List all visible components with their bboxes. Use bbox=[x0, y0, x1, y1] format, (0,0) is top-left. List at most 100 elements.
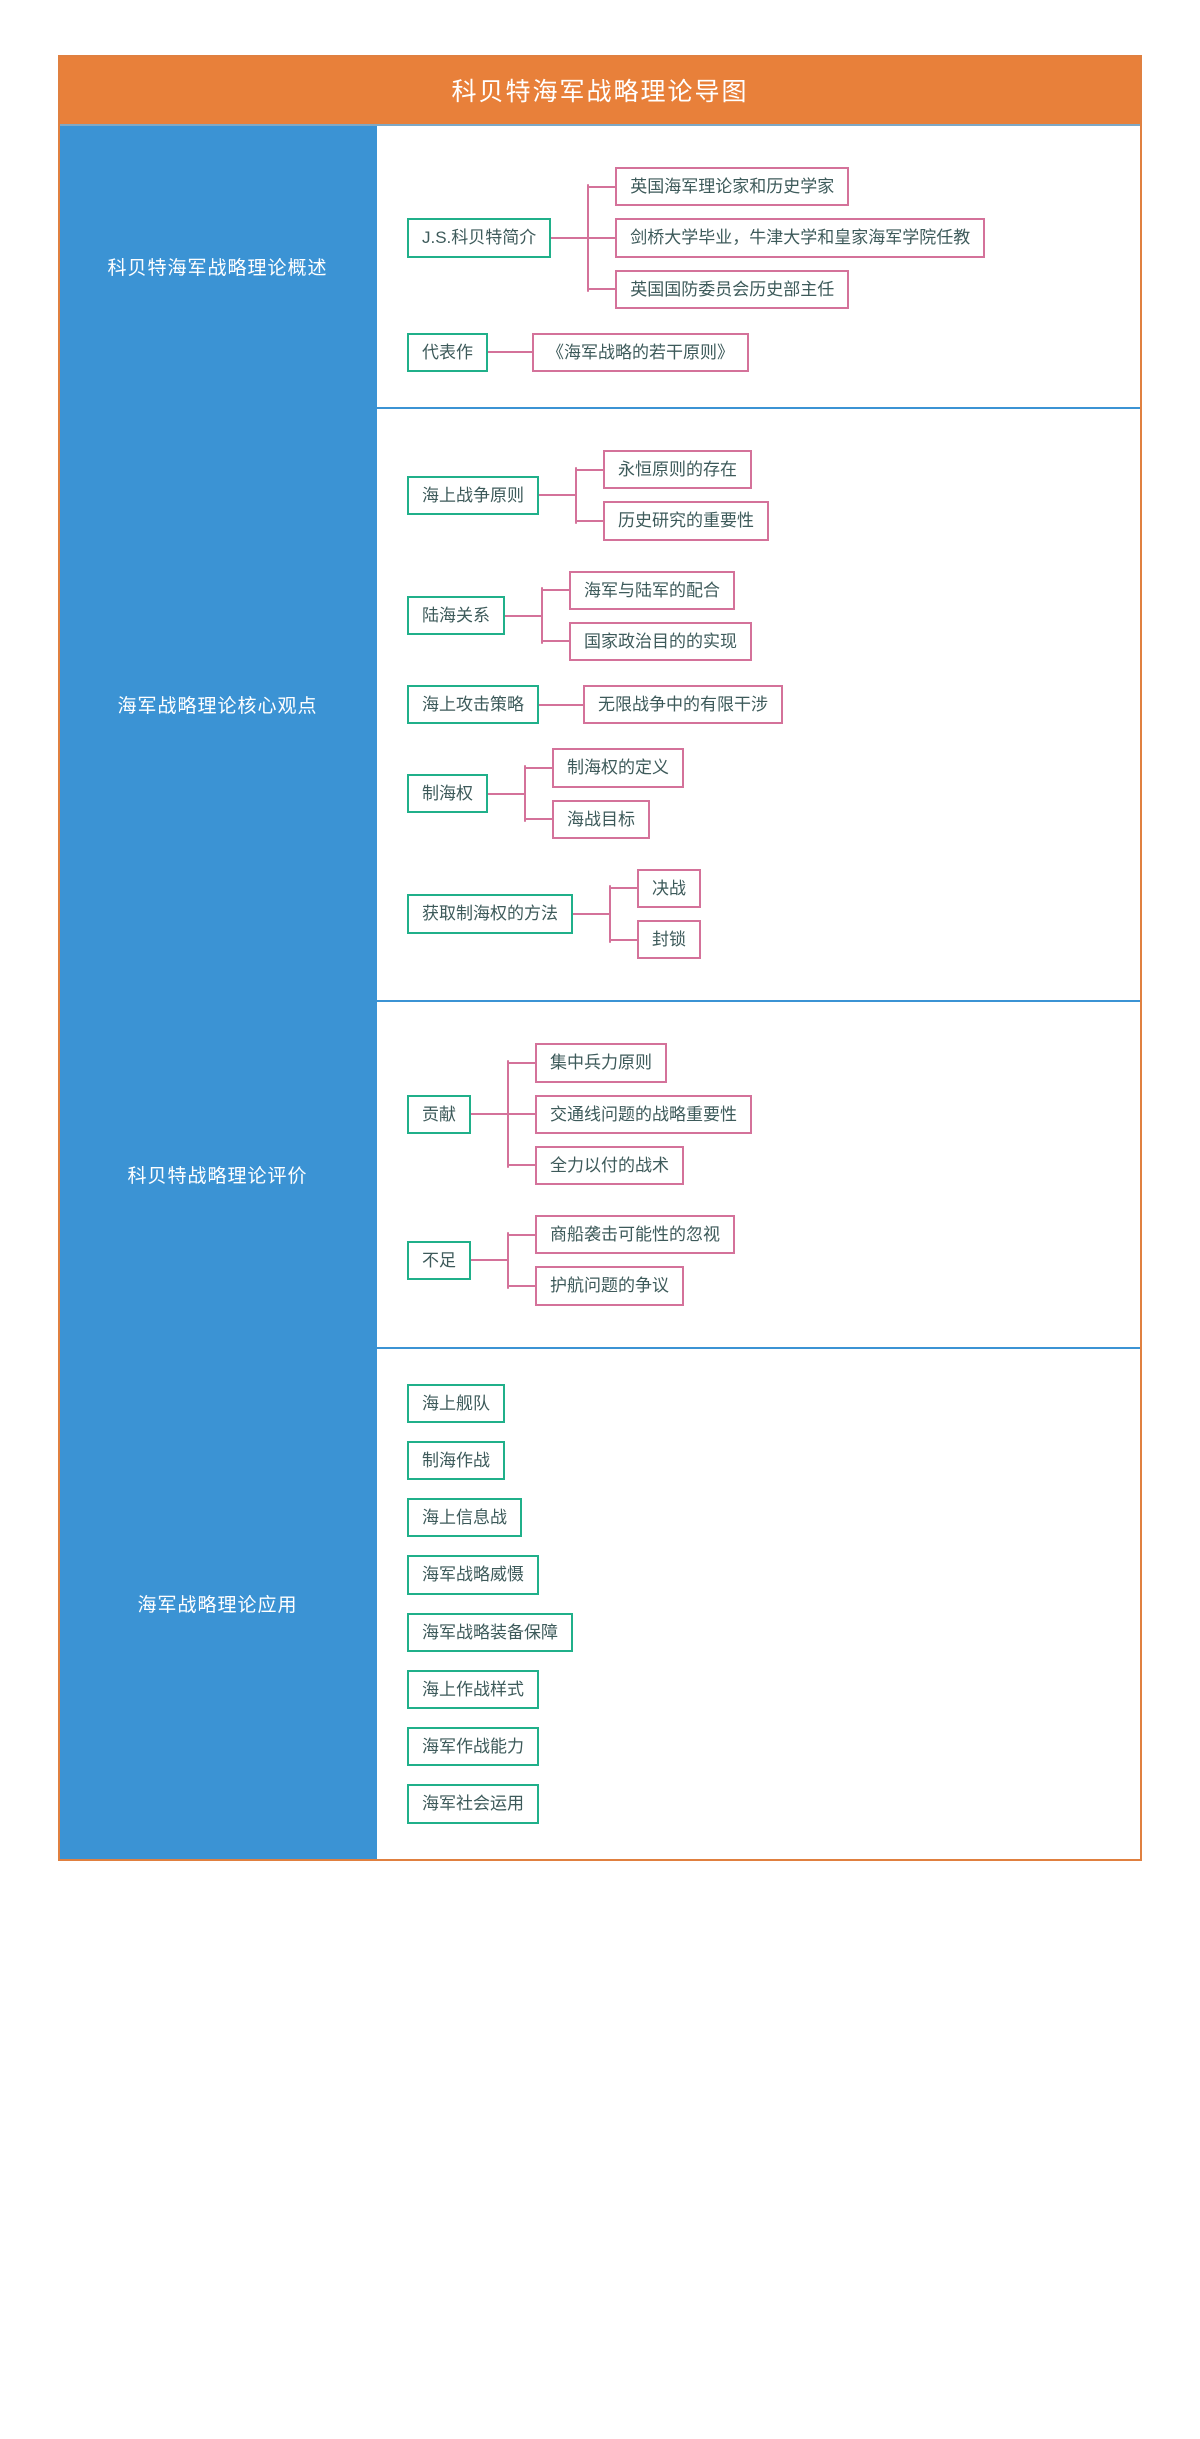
connector-leaf bbox=[543, 589, 569, 592]
connector-leaf bbox=[526, 766, 552, 769]
leaf-row: 海战目标 bbox=[526, 799, 684, 839]
connector-single bbox=[488, 351, 532, 354]
section-overview: 科贝特海军战略理论概述 J.S.科贝特简介 英国海军理论家和历史学家 bbox=[60, 126, 1140, 409]
node-level1[interactable]: 海上战争原则 bbox=[407, 475, 539, 515]
node-level1[interactable]: 贡献 bbox=[407, 1094, 471, 1134]
node-level1[interactable]: 海上作战样式 bbox=[407, 1669, 539, 1709]
leaf-row: 英国国防委员会历史部主任 bbox=[589, 269, 985, 309]
leaf-row: 决战 bbox=[611, 868, 701, 908]
node-level2[interactable]: 集中兵力原则 bbox=[535, 1043, 667, 1083]
leaf-row: 海军与陆军的配合 bbox=[543, 570, 752, 610]
section-label-overview: 科贝特海军战略理论概述 bbox=[60, 126, 375, 407]
node-level2[interactable]: 决战 bbox=[637, 868, 701, 908]
connector-leaf bbox=[611, 938, 637, 941]
section-body-application: 海上舰队 制海作战 海上信息战 海军战略威慑 海军战略装备保障 海上作战样式 海… bbox=[375, 1348, 1140, 1859]
node-level2[interactable]: 英国海军理论家和历史学家 bbox=[615, 167, 850, 207]
node-level2[interactable]: 全力以付的战术 bbox=[535, 1145, 684, 1185]
leaf-tree: 海军与陆军的配合 国家政治目的的实现 bbox=[543, 565, 752, 668]
connector-stub bbox=[471, 1113, 493, 1116]
node-level2[interactable]: 英国国防委员会历史部主任 bbox=[615, 269, 850, 309]
node-level2[interactable]: 护航问题的争议 bbox=[535, 1266, 684, 1306]
leaf-tree: 永恒原则的存在 历史研究的重要性 bbox=[577, 444, 769, 547]
node-level1[interactable]: J.S.科贝特简介 bbox=[407, 218, 552, 258]
node-level2[interactable]: 海军与陆军的配合 bbox=[569, 570, 735, 610]
branch-group: 陆海关系 海军与陆军的配合 国家政治目的的实现 bbox=[407, 565, 1140, 668]
page-title: 科贝特海军战略理论导图 bbox=[60, 57, 1140, 126]
connector-spine bbox=[561, 444, 577, 547]
mindmap-board: 科贝特海军战略理论导图 科贝特海军战略理论概述 J.S.科贝特简介 英国海军理论… bbox=[58, 55, 1142, 1861]
connector-spine bbox=[493, 1209, 509, 1312]
connector-leaf bbox=[577, 468, 603, 471]
node-level1[interactable]: 陆海关系 bbox=[407, 596, 505, 636]
branch-group: 海上战争原则 永恒原则的存在 历史研究的重要性 bbox=[407, 444, 1140, 547]
node-level2[interactable]: 交通线问题的战略重要性 bbox=[535, 1094, 752, 1134]
connector-leaf bbox=[543, 640, 569, 643]
node-level2[interactable]: 商船袭击可能性的忽视 bbox=[535, 1215, 735, 1255]
node-level1[interactable]: 海军作战能力 bbox=[407, 1727, 539, 1767]
leaf-row: 商船袭击可能性的忽视 bbox=[509, 1215, 735, 1255]
node-level1[interactable]: 海军社会运用 bbox=[407, 1784, 539, 1824]
application-node-list: 海上舰队 制海作战 海上信息战 海军战略威慑 海军战略装备保障 海上作战样式 海… bbox=[407, 1375, 1140, 1833]
connector-spine bbox=[510, 742, 526, 845]
node-level2[interactable]: 封锁 bbox=[637, 920, 701, 960]
section-body-evaluation: 贡献 集中兵力原则 交通线问题的战略重要性 bbox=[375, 1002, 1140, 1347]
connector-stub bbox=[539, 494, 561, 497]
connector-leaf bbox=[611, 887, 637, 890]
node-level2[interactable]: 海战目标 bbox=[552, 799, 650, 839]
sections-container: 科贝特海军战略理论概述 J.S.科贝特简介 英国海军理论家和历史学家 bbox=[60, 126, 1140, 1859]
leaf-row: 剑桥大学毕业，牛津大学和皇家海军学院任教 bbox=[589, 218, 986, 258]
connector-leaf bbox=[509, 1113, 535, 1116]
node-level2[interactable]: 无限战争中的有限干涉 bbox=[583, 685, 783, 725]
section-label-core-viewpoints: 海军战略理论核心观点 bbox=[60, 409, 375, 1001]
section-evaluation: 科贝特战略理论评价 贡献 集中兵力原则 bbox=[60, 1002, 1140, 1349]
node-level2[interactable]: 永恒原则的存在 bbox=[603, 450, 752, 490]
connector-single bbox=[539, 703, 583, 706]
section-label-evaluation: 科贝特战略理论评价 bbox=[60, 1002, 375, 1347]
connector-leaf bbox=[509, 1233, 535, 1236]
leaf-row: 永恒原则的存在 bbox=[577, 450, 769, 490]
branch-group: 贡献 集中兵力原则 交通线问题的战略重要性 bbox=[407, 1037, 1140, 1191]
node-level1[interactable]: 不足 bbox=[407, 1240, 471, 1280]
connector-spine bbox=[493, 1037, 509, 1191]
leaf-tree: 集中兵力原则 交通线问题的战略重要性 全力以付的战术 bbox=[509, 1037, 752, 1191]
branch-group: 不足 商船袭击可能性的忽视 护航问题的争议 bbox=[407, 1209, 1140, 1312]
branch-group: 海上攻击策略 无限战争中的有限干涉 bbox=[407, 685, 1140, 725]
node-level1[interactable]: 海军战略威慑 bbox=[407, 1555, 539, 1595]
leaf-row: 封锁 bbox=[611, 920, 701, 960]
node-level1[interactable]: 海上信息战 bbox=[407, 1498, 522, 1538]
node-level1[interactable]: 海上攻击策略 bbox=[407, 685, 539, 725]
node-level2[interactable]: 剑桥大学毕业，牛津大学和皇家海军学院任教 bbox=[615, 218, 986, 258]
connector-stub bbox=[505, 614, 527, 617]
node-level1[interactable]: 获取制海权的方法 bbox=[407, 894, 573, 934]
connector-stub bbox=[551, 236, 574, 239]
connector-spine bbox=[573, 161, 590, 315]
node-level1[interactable]: 海上舰队 bbox=[407, 1383, 505, 1423]
leaf-row: 历史研究的重要性 bbox=[577, 501, 769, 541]
node-level2[interactable]: 历史研究的重要性 bbox=[603, 501, 769, 541]
node-level1[interactable]: 制海作战 bbox=[407, 1440, 505, 1480]
section-body-core-viewpoints: 海上战争原则 永恒原则的存在 历史研究的重要性 bbox=[375, 409, 1140, 1001]
node-level1[interactable]: 代表作 bbox=[407, 332, 488, 372]
node-level2[interactable]: 制海权的定义 bbox=[552, 748, 684, 788]
node-level2[interactable]: 《海军战略的若干原则》 bbox=[532, 332, 749, 372]
branch-group: 制海权 制海权的定义 海战目标 bbox=[407, 742, 1140, 845]
connector-stub bbox=[573, 913, 595, 915]
leaf-row: 集中兵力原则 bbox=[509, 1043, 752, 1083]
connector-leaf bbox=[509, 1164, 535, 1167]
branch-group: 获取制海权的方法 决战 封锁 bbox=[407, 863, 1140, 966]
connector-leaf bbox=[589, 288, 616, 291]
leaf-row: 护航问题的争议 bbox=[509, 1266, 735, 1306]
node-level1[interactable]: 制海权 bbox=[407, 773, 488, 814]
node-level2[interactable]: 国家政治目的的实现 bbox=[569, 621, 752, 661]
branch-group: J.S.科贝特简介 英国海军理论家和历史学家 剑桥大学毕业，牛津大学和皇家海军学… bbox=[407, 161, 1140, 315]
section-body-overview: J.S.科贝特简介 英国海军理论家和历史学家 剑桥大学毕业，牛津大学和皇家海军学… bbox=[375, 126, 1140, 407]
connector-leaf bbox=[509, 1061, 535, 1064]
leaf-row: 英国海军理论家和历史学家 bbox=[589, 167, 985, 207]
connector-stub bbox=[471, 1259, 493, 1262]
leaf-tree: 英国海军理论家和历史学家 剑桥大学毕业，牛津大学和皇家海军学院任教 英国国防委员… bbox=[589, 161, 986, 315]
branch-group: 代表作 《海军战略的若干原则》 bbox=[407, 332, 1140, 372]
section-label-application: 海军战略理论应用 bbox=[60, 1348, 375, 1859]
node-level1[interactable]: 海军战略装备保障 bbox=[407, 1612, 573, 1652]
leaf-tree: 商船袭击可能性的忽视 护航问题的争议 bbox=[509, 1209, 735, 1312]
section-core-viewpoints: 海军战略理论核心观点 海上战争原则 永恒原则的存在 bbox=[60, 409, 1140, 1003]
